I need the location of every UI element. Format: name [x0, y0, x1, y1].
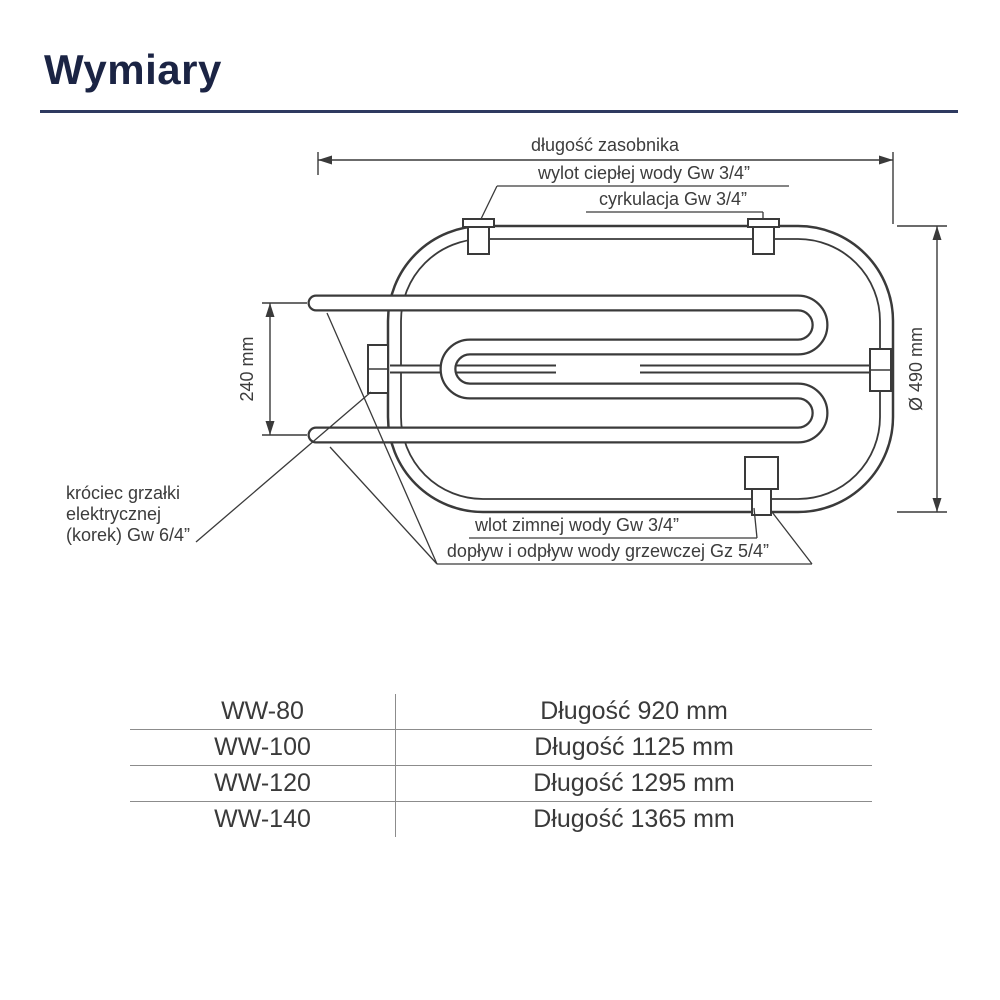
dimension-tank-length: długość zasobnika	[317, 135, 894, 224]
model-length-table: WW-80 Długość 920 mm WW-100 Długość 1125…	[130, 694, 872, 837]
circulation-stub	[747, 218, 780, 255]
dimension-diameter: Ø 490 mm	[897, 225, 947, 513]
heater-flange-right	[869, 348, 892, 392]
table-row: WW-100 Długość 1125 mm	[130, 730, 872, 766]
tank-length-label: długość zasobnika	[531, 135, 680, 155]
heating-water-callout: dopływ i odpływ wody grzewczej Gz 5/4”	[326, 312, 813, 565]
circulation-callout: cyrkulacja Gw 3/4”	[586, 189, 764, 219]
circulation-label: cyrkulacja Gw 3/4”	[599, 189, 747, 209]
diameter-label: Ø 490 mm	[906, 327, 926, 411]
dimension-240: 240 mm	[237, 302, 307, 436]
hot-water-outlet-stub	[462, 218, 495, 255]
heater-label-line2: elektrycznej	[66, 504, 161, 524]
length-cell: Długość 920 mm	[395, 694, 872, 729]
table-row: WW-120 Długość 1295 mm	[130, 766, 872, 802]
title-divider	[40, 110, 958, 113]
table-row: WW-140 Długość 1365 mm	[130, 802, 872, 837]
page-title: Wymiary	[44, 46, 222, 93]
tank-dimension-diagram: długość zasobnika wylot ciepłej wody Gw …	[66, 135, 947, 565]
length-cell: Długość 1125 mm	[395, 730, 872, 765]
heating-water-label: dopływ i odpływ wody grzewczej Gz 5/4”	[447, 541, 769, 561]
heater-port-callout: króciec grzałki elektrycznej (korek) Gw …	[66, 391, 372, 545]
model-cell: WW-80	[221, 697, 304, 725]
heater-flange-left	[367, 344, 389, 394]
cold-water-inlet-stub	[744, 456, 779, 516]
model-cell: WW-100	[214, 733, 311, 761]
length-cell: Długość 1365 mm	[395, 802, 872, 837]
hot-water-outlet-callout: wylot ciepłej wody Gw 3/4”	[479, 163, 789, 222]
dim-240-label: 240 mm	[237, 336, 257, 401]
heater-label-line3: (korek) Gw 6/4”	[66, 525, 190, 545]
heater-label-line1: króciec grzałki	[66, 483, 180, 503]
model-cell: WW-140	[214, 805, 311, 833]
hot-water-outlet-label: wylot ciepłej wody Gw 3/4”	[537, 163, 750, 183]
cold-water-inlet-callout: wlot zimnej wody Gw 3/4”	[469, 507, 758, 539]
heating-coil	[307, 294, 829, 444]
model-cell: WW-120	[214, 769, 311, 797]
length-cell: Długość 1295 mm	[395, 766, 872, 801]
cold-water-inlet-label: wlot zimnej wody Gw 3/4”	[474, 515, 679, 535]
table-row: WW-80 Długość 920 mm	[130, 694, 872, 730]
